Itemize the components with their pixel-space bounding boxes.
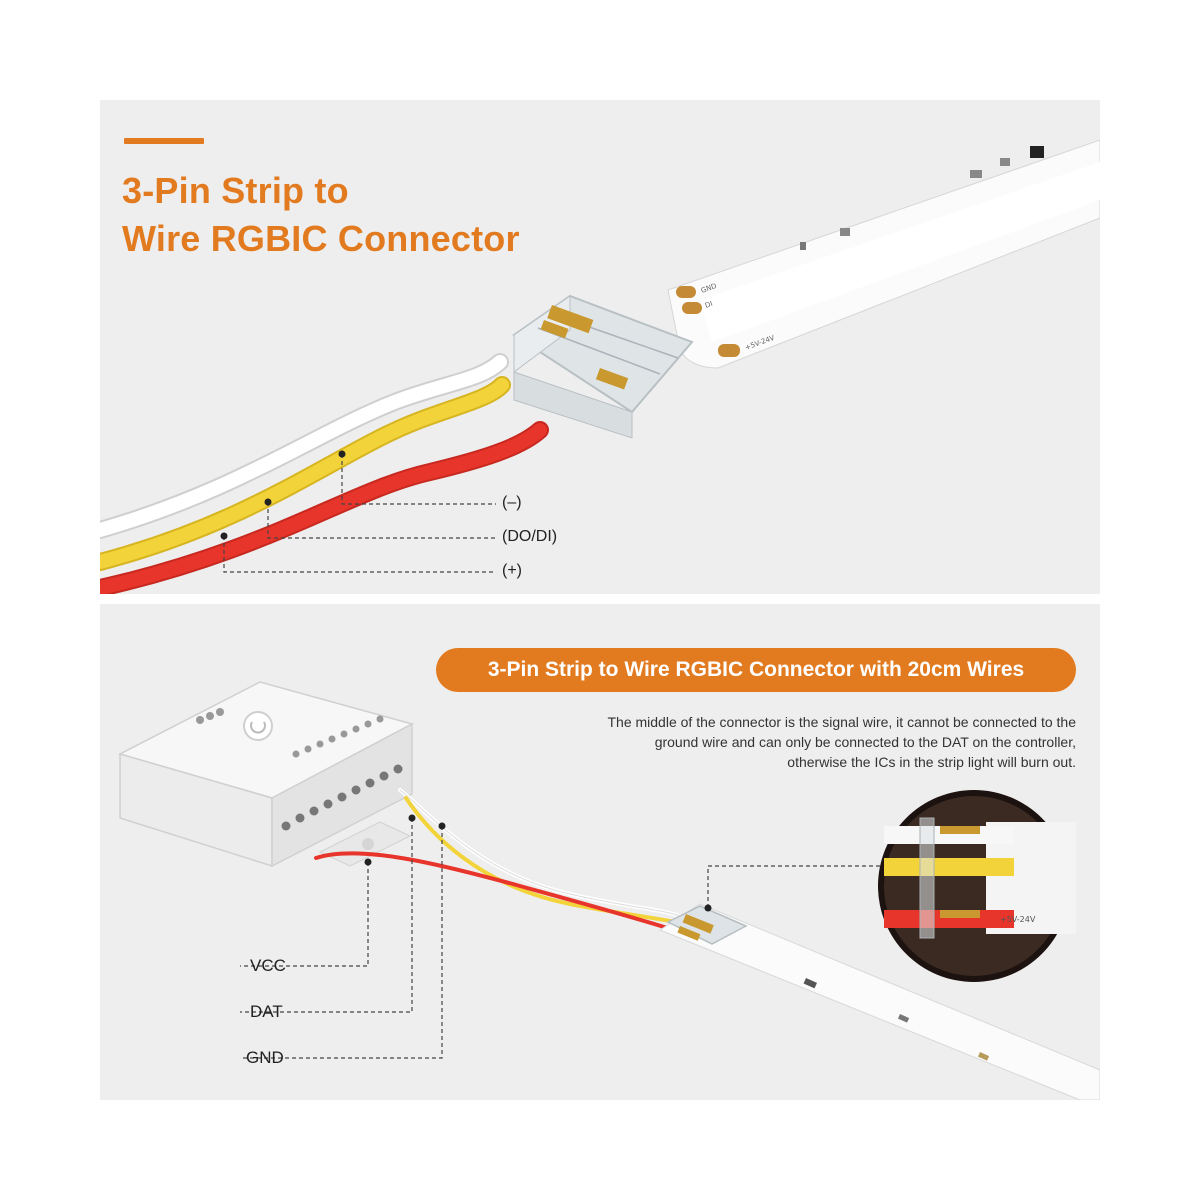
bottom-panel: 3-Pin Strip to Wire RGBIC Connector with… <box>100 604 1100 1100</box>
zoom-detail: +5V-24V <box>878 790 1076 982</box>
contact-pin-2 <box>540 320 569 339</box>
wires <box>100 353 549 594</box>
pad-di <box>682 302 702 314</box>
led-strip: GND DI +5V-24V <box>667 139 1100 369</box>
label-positive: (+) <box>502 562 522 579</box>
controller-wires <box>314 788 686 934</box>
label-vcc: VCC <box>250 956 286 975</box>
label-negative: (–) <box>502 494 522 511</box>
contact-pin-1 <box>547 305 594 334</box>
terminal-holes <box>281 764 403 831</box>
contact-pin-3 <box>595 368 629 390</box>
label-gnd: GND <box>246 1048 284 1067</box>
controller-box <box>117 681 415 868</box>
label-signal: (DO/DI) <box>502 528 558 545</box>
connector-clip <box>512 294 694 439</box>
ic-chip <box>1030 146 1044 158</box>
leader-lines <box>223 454 496 573</box>
pad-di-label: DI <box>704 300 714 310</box>
connector-small <box>666 905 748 945</box>
pad-gnd <box>676 286 696 298</box>
accent-bar <box>124 138 204 144</box>
top-illustration: GND DI +5V-24V <box>100 139 1100 594</box>
banner: 3-Pin Strip to Wire RGBIC Connector with… <box>436 648 1076 692</box>
power-button-icon <box>243 711 273 741</box>
pad-vcc <box>718 344 740 357</box>
top-panel: 3-Pin Strip to Wire RGBIC Connector GND … <box>100 100 1100 594</box>
title-line-1: 3-Pin Strip to <box>122 170 349 211</box>
bottom-illustration: +5V-24V <box>117 681 1100 1100</box>
title-line-2: Wire RGBIC Connector <box>122 218 520 259</box>
led-strip-bottom <box>658 903 1100 1100</box>
zoom-pad-label: +5V-24V <box>1000 915 1036 924</box>
warning-note: The middle of the connector is the signa… <box>607 714 1076 770</box>
label-dat: DAT <box>250 1002 283 1021</box>
controller-leaders <box>240 818 882 1059</box>
